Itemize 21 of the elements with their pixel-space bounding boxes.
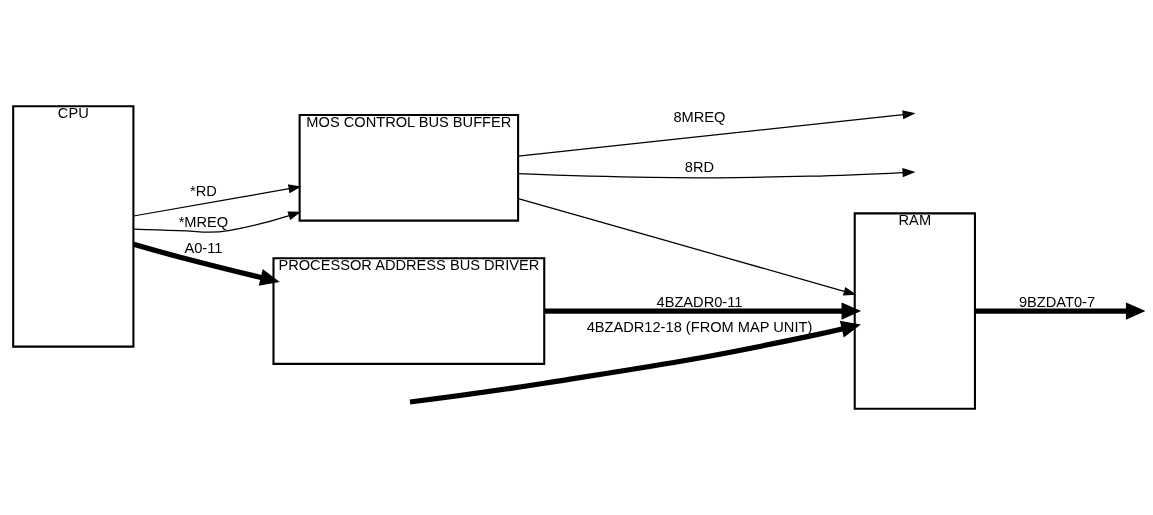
edge-label: 4BZADR12-18 (FROM MAP UNIT): [586, 319, 813, 336]
node-box: PROCESSOR ADDRESS BUS DRIVER: [272, 257, 546, 365]
arrow: [544, 302, 862, 320]
arrow: [517, 168, 916, 179]
arrow: [517, 198, 857, 296]
node-box: RAM: [853, 212, 976, 410]
edge-label: 8MREQ: [673, 109, 726, 126]
edge-label: 4BZADR0-11: [656, 294, 743, 311]
edge-label: *RD: [190, 183, 217, 200]
node-box: MOS CONTROL BUS BUFFER: [298, 114, 520, 222]
arrow: [409, 320, 861, 405]
node-box: CPU: [12, 105, 135, 348]
arrow: [517, 110, 916, 157]
edge-label: *MREQ: [178, 213, 229, 230]
edge-label: 9BZDAT0-7: [1018, 294, 1096, 311]
edge-label: A0-11: [184, 239, 223, 256]
edge-label: 8RD: [684, 159, 715, 176]
arrow: [132, 211, 302, 233]
arrow: [132, 241, 280, 286]
arrow: [132, 184, 302, 217]
arrow: [975, 302, 1145, 320]
